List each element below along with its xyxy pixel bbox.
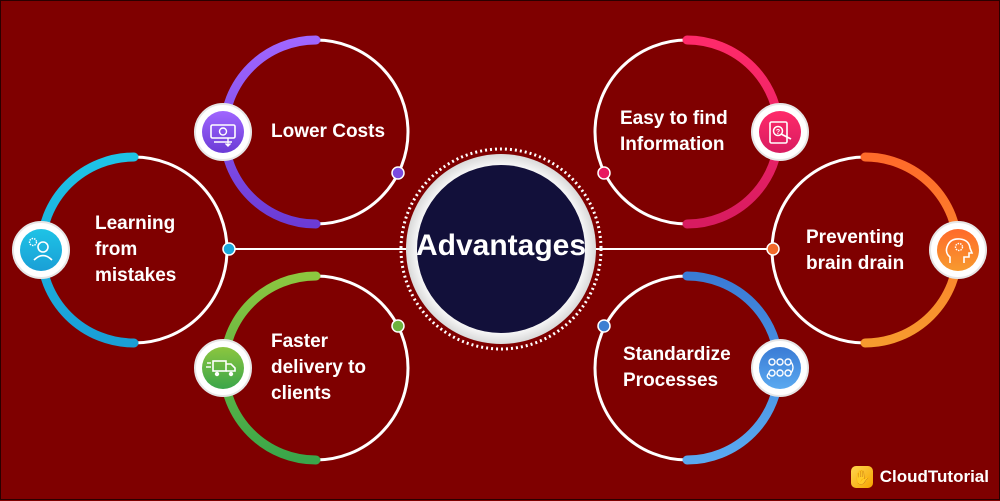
label-easy-to-find-information: Easy to find Information (620, 106, 728, 158)
label-line: mistakes (95, 265, 177, 286)
dot-easy-info (597, 166, 611, 180)
delivery-truck-icon (194, 339, 252, 397)
label-preventing-brain-drain: Preventing brain drain (806, 225, 904, 277)
brain-gear-icon (929, 221, 987, 279)
label-line: Standardize (623, 344, 731, 365)
label-line: Information (620, 134, 725, 155)
label-line: Easy to find (620, 108, 728, 129)
dot-learning (222, 242, 236, 256)
hub-inner-disc (417, 165, 585, 333)
hub-dashed-ring (399, 147, 603, 351)
label-line: Processes (623, 370, 719, 391)
dot-faster-delivery (391, 319, 405, 333)
idea-search-icon: ? (751, 103, 809, 161)
dot-brain-drain (766, 242, 780, 256)
brand-name: CloudTutorial (879, 467, 989, 486)
label-line: clients (271, 383, 332, 404)
label-line: from (95, 239, 138, 260)
label-line: brain drain (806, 253, 905, 274)
label-line: Faster (271, 331, 329, 352)
label-line: Lower Costs (271, 121, 386, 142)
label-learning-from-mistakes: Learning from mistakes (95, 211, 176, 289)
dot-lower-costs (391, 166, 405, 180)
center-hub (399, 147, 603, 351)
center-title: Advantages (415, 229, 587, 262)
process-flow-icon (751, 339, 809, 397)
label-lower-costs: Lower Costs (271, 119, 385, 145)
money-bill-icon (194, 103, 252, 161)
dot-standardize (597, 319, 611, 333)
svg-text:?: ? (776, 129, 780, 136)
label-line: delivery to (271, 357, 367, 378)
label-standardize-processes: Standardize Processes (623, 342, 731, 394)
label-line: Preventing (806, 227, 905, 248)
person-gear-icon (12, 221, 70, 279)
label-faster-delivery: Faster delivery to clients (271, 329, 366, 407)
label-line: Learning (95, 213, 176, 234)
brand: ✋ CloudTutorial (850, 466, 989, 488)
hand-wave-icon: ✋ (850, 466, 873, 488)
